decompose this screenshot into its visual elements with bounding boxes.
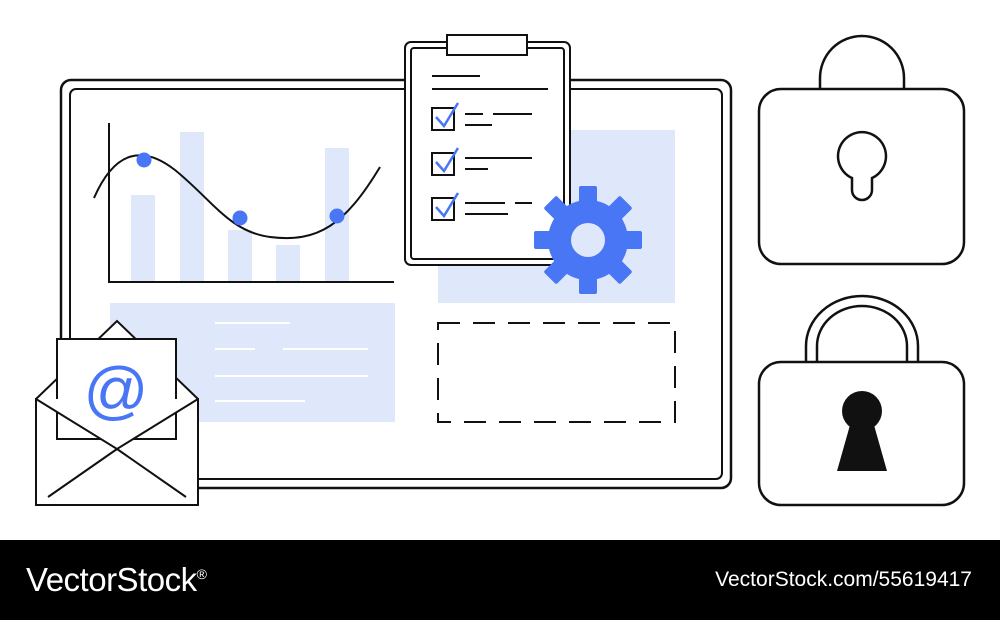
checklist-item <box>431 102 532 131</box>
checklist-item <box>431 192 532 221</box>
chart-point <box>136 152 152 168</box>
chart-bar <box>131 195 155 281</box>
checklist-item <box>431 147 532 176</box>
gear-icon <box>534 186 642 294</box>
chart-axes <box>108 123 394 283</box>
keyhole-icon <box>836 130 888 202</box>
lock-icon <box>757 294 966 507</box>
brand-mark: ® <box>196 566 207 582</box>
dashed-placeholder <box>437 322 676 423</box>
chart-bar <box>276 245 300 281</box>
chart-bar <box>180 132 204 281</box>
chart-point <box>232 210 248 226</box>
image-reference: VectorStock.com/55619417 <box>715 568 972 591</box>
footer-banner: VectorStock® VectorStock.com/55619417 <box>0 540 1000 620</box>
lock-icon <box>757 34 966 266</box>
illustration: @ <box>35 34 966 507</box>
brand-logo: VectorStock® <box>26 561 207 599</box>
brand-name: VectorStock <box>26 561 197 598</box>
email-icon: @ <box>35 319 199 506</box>
chart-curve <box>93 154 381 240</box>
at-sign-icon: @ <box>84 354 149 426</box>
chart-icon <box>93 123 394 283</box>
chart-point <box>329 208 345 224</box>
chart-bar <box>228 230 252 281</box>
keyhole-icon <box>837 391 887 471</box>
clipboard-icon <box>404 34 571 266</box>
